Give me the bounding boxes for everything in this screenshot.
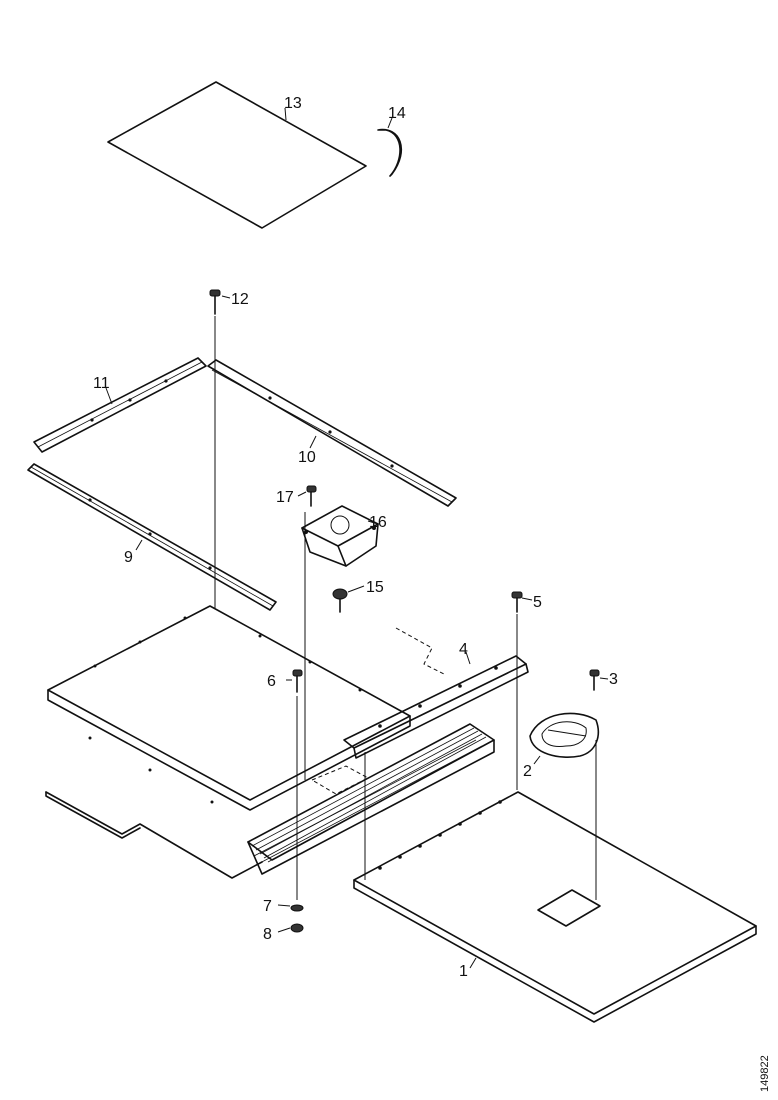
callout-8: 8 [263,926,272,943]
part-3-screw [589,669,600,691]
grille [247,723,495,875]
callout-6: 6 [267,673,276,690]
callout-9: 9 [124,549,133,566]
part-2-cover [529,712,600,900]
part-13-sheet [107,81,367,229]
leader-lines [105,107,609,969]
part-6-screw [292,669,303,900]
part-7-washer [290,904,304,912]
callout-7: 7 [263,898,272,915]
part-9-rail [27,463,277,611]
callout-16: 16 [369,514,387,531]
callout-3: 3 [609,671,618,688]
part-8-nut [290,923,304,933]
part-16-housing [301,505,379,567]
callout-4: 4 [459,641,468,658]
part-4-bracket [343,655,529,880]
callout-2: 2 [523,763,532,780]
part-12-screw [209,289,221,608]
callout-12: 12 [231,291,249,308]
part-10-rail [207,359,457,507]
housing-reference-outline [311,765,370,795]
callout-11: 11 [93,375,110,392]
part-11-rail [33,357,207,453]
part-15-grommet [332,588,348,613]
callout-5: 5 [533,594,542,611]
figure-code: 149822 [759,1055,771,1092]
frame-panel-left [45,605,411,879]
callout-14: 14 [388,105,406,122]
callout-labels: 13 14 12 11 10 9 17 16 15 5 4 3 6 2 7 8 … [93,95,618,980]
part-1-base-plate [353,791,757,1023]
callout-10: 10 [298,449,316,466]
part-14-clip [377,128,403,177]
callout-15: 15 [366,579,384,596]
part-5-screw [511,591,523,790]
callout-1: 1 [459,963,468,980]
part-4-reference-outline [395,627,445,675]
part-17-screw [304,485,317,780]
callout-13: 13 [284,95,302,112]
callout-17: 17 [276,489,294,506]
